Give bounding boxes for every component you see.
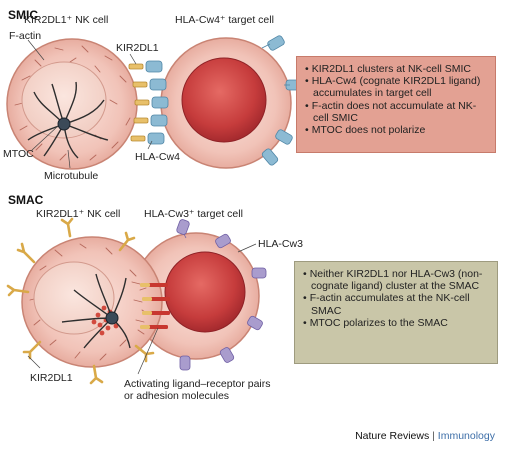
smic-hla-cw4-label: HLA-Cw4	[135, 151, 180, 163]
smic-mtoc	[57, 117, 71, 131]
smac-nk-cell	[21, 236, 163, 368]
smic-note: HLA-Cw4 (cognate KIR2DL1 ligand) accumul…	[305, 75, 487, 99]
smic-note: KIR2DL1 clusters at NK-cell SMIC	[305, 63, 487, 75]
smic-heading: SMIC	[8, 8, 38, 22]
smic-target-nucleus	[181, 57, 267, 143]
smac-nk-nucleus	[33, 261, 115, 335]
smic-nk-cell	[6, 38, 138, 170]
smac-notes-box: Neither KIR2DL1 nor HLA-Cw3 (non-cognate…	[294, 261, 498, 364]
smac-heading: SMAC	[8, 193, 44, 207]
factin-label: F-actin	[9, 30, 42, 42]
mtoc-label: MTOC	[3, 148, 34, 160]
smic-note: F-actin does not accumulate at NK-cell S…	[305, 100, 487, 124]
activating-pairs-label-1: Activating ligand–receptor pairs	[124, 378, 271, 390]
smac-note: MTOC polarizes to the SMAC	[303, 317, 489, 329]
publisher-credit: Nature Reviews | Immunology	[355, 430, 495, 442]
smac-mtoc	[105, 311, 119, 325]
smac-target-cell-label: HLA-Cw3⁺ target cell	[144, 208, 243, 220]
smac-kir2dl1-label: KIR2DL1	[30, 372, 73, 384]
smac-target-nucleus	[164, 251, 246, 333]
smac-note: Neither KIR2DL1 nor HLA-Cw3 (non-cognate…	[303, 268, 489, 292]
smic-note: MTOC does not polarize	[305, 124, 487, 136]
smac-hla-cw3-label: HLA-Cw3	[258, 238, 303, 250]
journal-name: Immunology	[437, 430, 495, 442]
smic-receptor-ligand-pairs	[128, 60, 169, 145]
smic-kir2dl1-label: KIR2DL1	[116, 42, 159, 54]
smac-hla-cw3-ligands	[176, 219, 267, 371]
smac-nk-cell-label: KIR2DL1⁺ NK cell	[36, 208, 121, 220]
credit-separator: |	[432, 430, 435, 442]
smac-activating-pairs	[140, 283, 170, 329]
smic-nk-cell-label: KIR2DL1⁺ NK cell	[24, 14, 109, 26]
publisher-name: Nature Reviews	[355, 430, 430, 442]
smic-nk-nucleus	[21, 61, 107, 139]
microtubule-label: Microtubule	[44, 170, 99, 182]
smic-notes-box: KIR2DL1 clusters at NK-cell SMIC HLA-Cw4…	[296, 56, 496, 153]
smic-target-cell-label: HLA-Cw4⁺ target cell	[175, 14, 274, 26]
smic-target-cell	[160, 37, 292, 169]
smac-note: F-actin accumulates at the NK-cell SMAC	[303, 292, 489, 316]
smac-kir2dl1-receptors	[6, 217, 155, 385]
activating-pairs-label-2: or adhesion molecules	[124, 390, 230, 402]
